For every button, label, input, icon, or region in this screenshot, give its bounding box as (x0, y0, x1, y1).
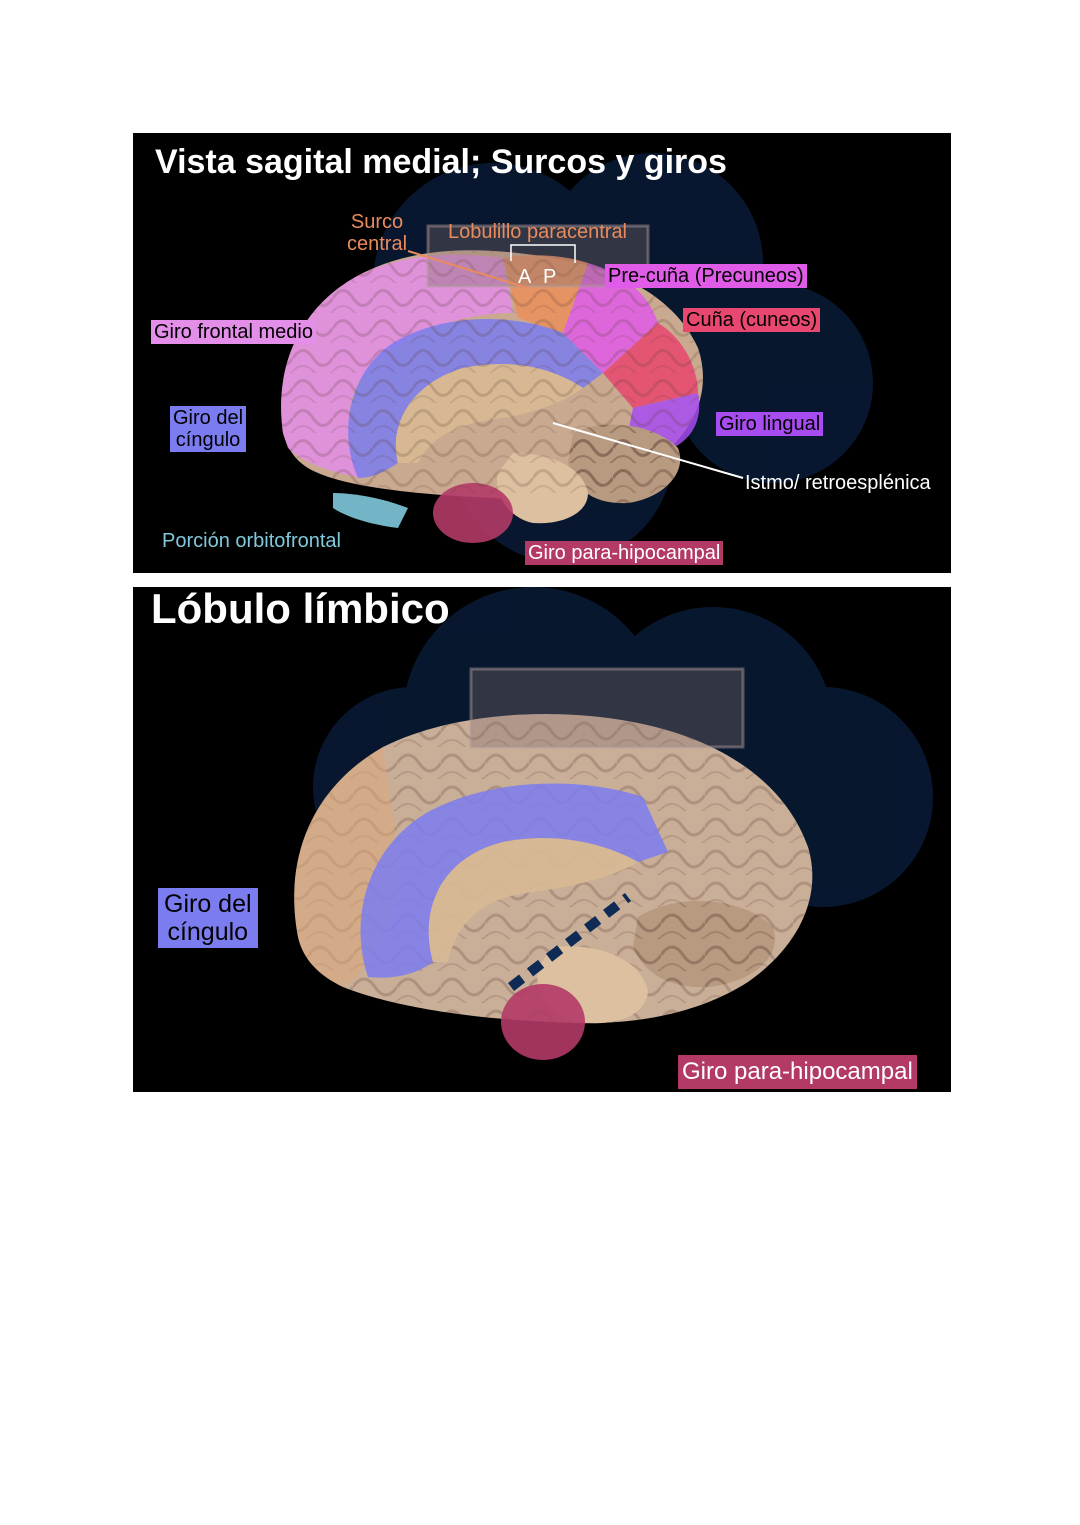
label-surco-central-line1: Surco (350, 211, 404, 233)
label-giro-cingulo-line1: Giro del (173, 407, 244, 429)
bracket-paracentral (510, 244, 576, 263)
brain-illustration-limbic (294, 587, 933, 1060)
label-giro-cingulo-line2: cíngulo (175, 429, 241, 451)
label-giro-cingulo-line1: Giro del (164, 890, 252, 918)
leader-istmo (552, 422, 744, 479)
region-parahippocampal (501, 984, 585, 1060)
label-giro-cingulo: Giro del cíngulo (158, 888, 258, 948)
brain-illustration-sagittal (281, 153, 873, 563)
label-giro-parahipocampal: Giro para-hipocampal (678, 1055, 917, 1089)
label-giro-frontal-medio: Giro frontal medio (151, 320, 316, 344)
label-posterior: P (543, 266, 557, 288)
label-giro-parahipocampal: Giro para-hipocampal (525, 541, 724, 565)
corpus-callosum (428, 838, 638, 962)
region-orbitofrontal (333, 493, 408, 528)
label-surco-central-line2: central (347, 233, 408, 255)
label-precuna: Pre-cuña (Precuneos) (605, 264, 807, 288)
label-surco-central: Surco central (347, 211, 407, 255)
label-lobulillo-paracentral: Lobulillo paracentral (448, 221, 628, 243)
leader-surco-central (407, 250, 529, 289)
slide-limbic-lobe: Lóbulo límbico Giro del cíngulo Giro par… (133, 587, 951, 1092)
slide-title: Vista sagital medial; Surcos y giros (155, 143, 727, 181)
region-cingulate (360, 783, 668, 978)
label-giro-cingulo: Giro del cíngulo (170, 406, 247, 452)
label-giro-cingulo-line2: cíngulo (167, 918, 249, 946)
slide-title: Lóbulo límbico (151, 587, 450, 632)
label-giro-lingual: Giro lingual (716, 412, 824, 436)
isthmus-dashed-line (507, 893, 632, 991)
label-anterior: A (518, 266, 532, 288)
watermark-logo-box (469, 667, 745, 749)
label-porcion-orbitofrontal: Porción orbitofrontal (162, 530, 341, 552)
slide-sagittal-view: Vista sagital medial; Surcos y giros Sur… (133, 133, 951, 573)
label-cuna: Cuña (cuneos) (683, 308, 821, 332)
label-istmo: Istmo/ retroesplénica (745, 472, 931, 494)
